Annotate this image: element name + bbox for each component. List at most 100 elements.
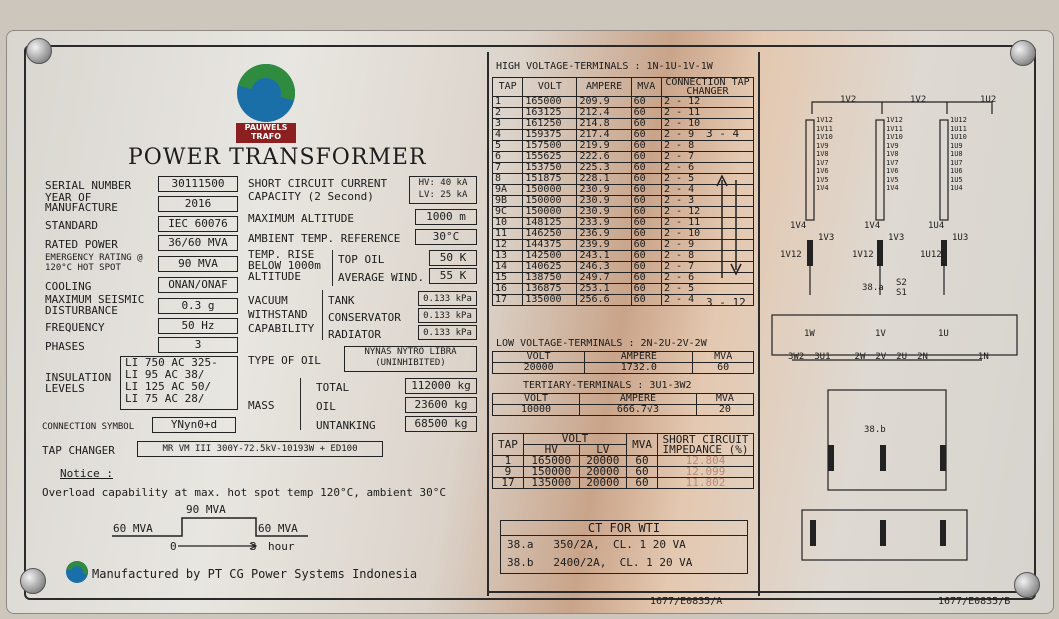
bottom-code-line (488, 591, 1028, 593)
overload-left-mva: 60 MVA (113, 522, 153, 535)
tap-label: 1V6 (886, 167, 899, 175)
insulation-box: LI 750 AC 325- LI 95 AC 38/ LI 125 AC 50… (120, 356, 238, 410)
plate-border (24, 45, 1036, 600)
terminal-label: 2V (875, 352, 887, 362)
tap-label: 1U7 (950, 158, 963, 167)
insulation-label: INSULATION LEVELS (45, 371, 112, 395)
bolt-icon (1010, 40, 1036, 66)
tap-label: 1V6 (816, 167, 829, 175)
hv-cell-ampere: 233.9 (576, 217, 632, 229)
bottom-hv-v: 1V (875, 329, 886, 339)
cooling-value: ONAN/ONAF (158, 277, 238, 293)
tertiary-terminals-table: VOLT AMPERE MVA 10000 666.7√3 20 (492, 393, 755, 416)
hv-cell-mva: 60 (630, 107, 663, 119)
tert-mva: 20 (695, 404, 755, 416)
hv-cell-mva: 60 (630, 261, 663, 273)
hv-cell-volt: 140625 (522, 261, 578, 273)
year-label: YEAR OF MANUFACTURE (45, 191, 118, 214)
hv-cell-tap: 2 (491, 107, 524, 119)
w4-label: 1V4 (790, 221, 807, 231)
emergency-value: 90 MVA (158, 256, 238, 272)
lv-mva: 60 (692, 362, 754, 374)
frequency-value: 50 Hz (158, 318, 238, 334)
overload-profile (112, 517, 308, 550)
untanking-value: 68500 kg (405, 416, 477, 432)
hv-cell-ampere: 209.9 (576, 96, 632, 108)
average-wind-label: AVERAGE WIND. (338, 271, 425, 284)
hv-cell-tap: 3 (491, 118, 524, 130)
hv-cell-mva: 60 (630, 173, 663, 185)
tap-changer-value: MR VM III 300Y-72.5kV-10193W + ED100 (137, 441, 383, 457)
tap-label: 1V4 (816, 184, 829, 192)
drawing-code-a: 1677/E0835/A (650, 596, 723, 607)
vacuum-label: VACUUM WITHSTAND CAPABILITY (248, 294, 315, 335)
hv-cell-mva: 60 (630, 118, 663, 130)
hv-cell-ampere: 219.9 (576, 140, 632, 152)
mass-label: MASS (248, 399, 275, 412)
hv-cell-tap: 7 (491, 162, 524, 174)
hv-cell-tap: 8 (491, 173, 524, 185)
seismic-label: MAXIMUM SEISMIC DISTURBANCE (45, 293, 145, 317)
hv-cell-tap: 9B (491, 195, 524, 207)
tap-label: 1V7 (886, 158, 899, 167)
phases-value: 3 (158, 337, 238, 353)
oil-type-value: NYNAS NYTRO LIBRA (UNINHIBITED) (344, 346, 477, 372)
hv-cell-volt: 144375 (522, 239, 578, 251)
vacuum-divider (322, 290, 323, 340)
temp-rise-label: TEMP. RISE BELOW 1000m ALTITUDE (248, 248, 321, 283)
top-oil-value: 50 K (429, 250, 477, 266)
winding-diagram (771, 101, 1018, 561)
tap-label: 1V9 (886, 141, 899, 150)
tert-table-title: TERTIARY-TERMINALS : 3U1-3W2 (523, 380, 692, 391)
hv-cell-ampere: 228.1 (576, 173, 632, 185)
tap-label: 1V7 (816, 158, 829, 167)
tert-col-mva: MVA (695, 393, 755, 405)
impedance-table: TAP VOLT MVA SHORT CIRCUIT IMPEDANCE (%)… (492, 433, 754, 489)
hv-cell-mva: 60 (630, 294, 663, 306)
rated-power-label: RATED POWER (45, 238, 118, 251)
frequency-label: FREQUENCY (45, 321, 105, 334)
imp-col-tap: TAP (492, 433, 524, 456)
serial-number-label: SERIAL NUMBER (45, 179, 132, 192)
overload-t0: 0 (170, 540, 177, 553)
ct-s2-label: S2 (896, 278, 907, 288)
tap-label: 1V10 (816, 133, 833, 141)
hv-col-mva: MVA (630, 77, 663, 97)
tap-label: 1V12 (886, 116, 903, 124)
terminal-label: 1N (977, 352, 989, 362)
cg-logo-small-icon (66, 561, 88, 583)
left-panel-divider (487, 52, 489, 596)
tap-changer-label: TAP CHANGER (42, 444, 115, 457)
hv-cell-tap: 1 (491, 96, 524, 108)
tap-label: 1V8 (816, 150, 829, 158)
hv-cell-mva: 60 (630, 129, 663, 141)
emergency-label: EMERGENCY RATING @ 120°C HOT SPOT (45, 253, 143, 273)
oil-mass-value: 23600 kg (405, 397, 477, 413)
terminal-label: 3U1 (814, 352, 831, 362)
hv-cell-tap: 5 (491, 140, 524, 152)
hv-cell-mva: 60 (630, 96, 663, 108)
temp-rise-divider (332, 250, 333, 286)
ct-title: CT FOR WTI (501, 521, 747, 536)
short-circuit-values: HV: 40 kA LV: 25 kA (409, 176, 477, 204)
untanking-label: UNTANKING (316, 419, 376, 432)
hv-cell-mva: 60 (630, 272, 663, 284)
hv-cell-volt: 159375 (522, 129, 578, 141)
insulation-line: LI 750 AC 325- (125, 356, 218, 369)
hv-cell-ampere: 243.1 (576, 250, 632, 262)
insulation-line: LI 95 AC 38/ (125, 368, 205, 381)
hv-range-lower: 3 - 12 (706, 296, 746, 309)
ct-line-a: 38.a 350/2A, CL. 1 20 VA (507, 538, 686, 551)
overload-right-mva: 60 MVA (258, 522, 298, 535)
hv-cell-mva: 60 (630, 151, 663, 163)
